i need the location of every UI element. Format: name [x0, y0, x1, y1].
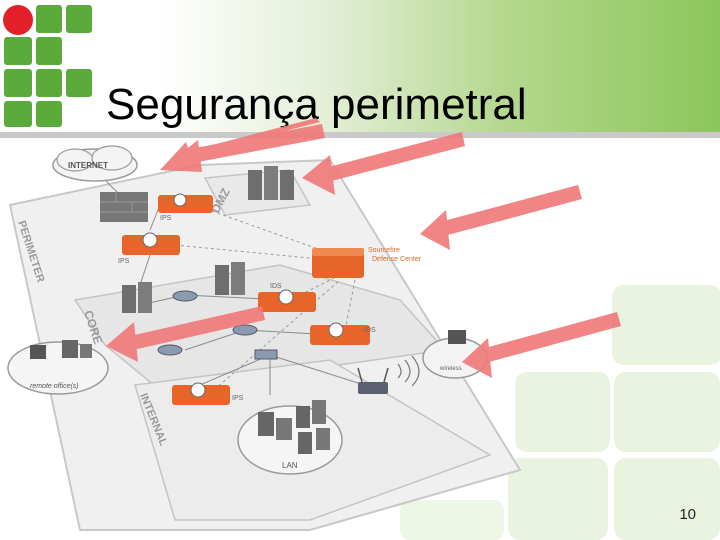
arrow-icon [130, 306, 265, 350]
remote-offices-label: remote office(s) [30, 383, 79, 390]
logo-square [4, 37, 32, 65]
page-number: 10 [679, 506, 696, 523]
ips-label: IPS [232, 395, 244, 402]
router-icon [232, 324, 258, 336]
desktop-icon [258, 412, 274, 436]
institution-logo [3, 5, 92, 127]
cloud-icon [91, 145, 133, 171]
desktop-icon [296, 406, 310, 428]
arrow-icon [325, 132, 465, 182]
ips-device-2: IPS [118, 232, 180, 265]
header-band [0, 0, 720, 132]
router-icon [172, 290, 198, 302]
management-line [299, 274, 341, 296]
tile [614, 458, 720, 540]
logo-square [36, 101, 62, 127]
ids-label: IDS [270, 283, 282, 290]
internet-label: INTERNET [68, 161, 108, 170]
tile [400, 500, 504, 540]
arrow-icon [160, 118, 320, 170]
arrow-icon [420, 210, 450, 250]
connection-line [199, 354, 271, 386]
management-line [174, 244, 331, 261]
logo-square [66, 69, 92, 97]
lan: LAN [237, 400, 343, 475]
logo-red-circle [3, 5, 33, 35]
logo-square [36, 69, 62, 97]
dmz-servers-icon [248, 166, 294, 200]
arrow-icon [302, 155, 335, 195]
connection-line [139, 254, 151, 286]
arrow-icon [160, 140, 202, 172]
tile [612, 285, 720, 365]
laptop-icon [448, 330, 466, 344]
tile [508, 458, 608, 540]
desktop-icon [276, 418, 292, 440]
ids-device-2: IDS [310, 322, 376, 345]
ips-device-1: IPS [158, 193, 213, 222]
defense-center-device: Sourcefire Defense Center [312, 247, 422, 278]
remote-offices: remote office(s) [7, 340, 109, 395]
logo-square [66, 5, 92, 33]
logo-square [36, 37, 62, 65]
laptop-icon [30, 345, 46, 359]
ips-device-3: IPS [172, 382, 244, 405]
core-servers-icon [122, 262, 245, 313]
wireless-access-point-icon [357, 355, 420, 394]
ips-label: IPS [160, 215, 172, 222]
arrow-icon [195, 124, 325, 162]
ids-device-1: IDS [258, 283, 316, 312]
ips-label: IPS [118, 258, 130, 265]
arrow-icon [462, 338, 492, 378]
desktop-icon [62, 340, 78, 358]
desktop-icon [298, 432, 312, 454]
annotation-arrows [106, 118, 621, 378]
arrow-icon [485, 312, 621, 362]
tile [515, 372, 610, 452]
header-divider [0, 132, 720, 138]
desktop-icon [316, 428, 330, 450]
lan-label: LAN [282, 461, 298, 470]
logo-square [36, 5, 62, 33]
management-lines [174, 204, 356, 399]
internet-cloud: INTERNET [52, 145, 138, 182]
defense-center-label-2: Defense Center [372, 256, 422, 263]
wireless-label: wireless [439, 366, 462, 372]
defense-center-label-1: Sourcefire [368, 247, 400, 254]
ids-label: IDS [364, 327, 376, 334]
tile [614, 372, 720, 452]
management-line [194, 204, 336, 256]
wireless-client: wireless [422, 330, 488, 379]
switch-icon [254, 349, 278, 360]
logo-square [4, 101, 32, 127]
arrow-icon [106, 322, 138, 362]
management-line [344, 279, 356, 331]
desktop-icon [80, 344, 92, 358]
logo-square [4, 69, 32, 97]
desktop-icon [312, 400, 326, 424]
firewall-icon [100, 192, 148, 222]
arrow-icon [440, 185, 582, 236]
router-icon [157, 344, 183, 356]
